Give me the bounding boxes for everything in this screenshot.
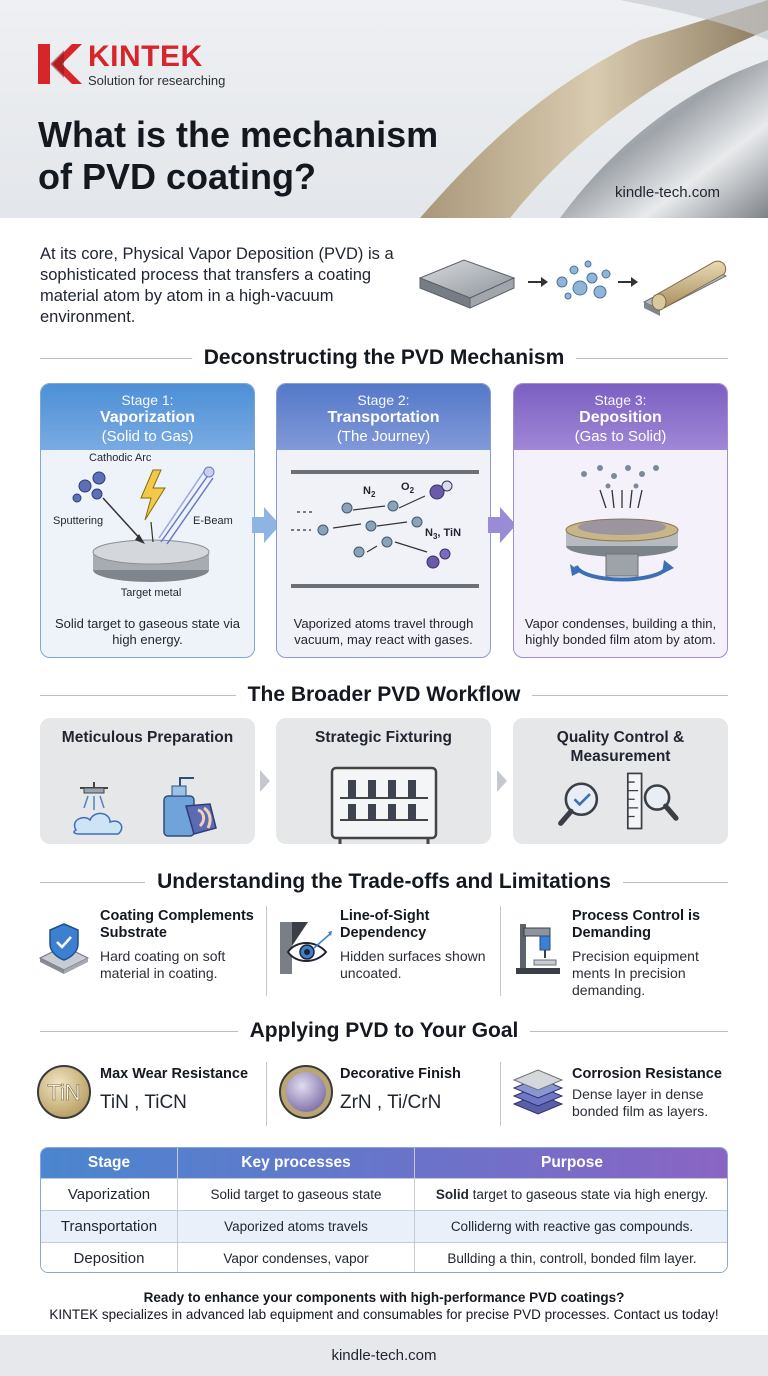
vapor-atoms-icon <box>556 260 611 300</box>
divider <box>266 1062 267 1126</box>
finish-disc-icon <box>279 1065 333 1119</box>
brand-name: KINTEK <box>88 40 203 73</box>
table-cell: Solid target to gaseous state via high e… <box>435 1187 709 1202</box>
workflow-step-fixturing: Strategic Fixturing <box>276 718 491 844</box>
cta-headline: Ready to enhance your components with hi… <box>143 1290 625 1305</box>
chevron-right-icon <box>497 770 507 792</box>
sputtering-label: Sputtering <box>53 515 103 527</box>
lightning-icon <box>140 469 166 521</box>
table-cell: Vaporization <box>41 1179 178 1210</box>
brand-tagline: Solution for researching <box>88 73 226 88</box>
metal-swoosh-graphic <box>420 0 768 218</box>
pvd-overview-illustration <box>418 259 728 316</box>
cta-text: KINTEK specializes in advanced lab equip… <box>49 1307 719 1322</box>
n2-label: N2 <box>363 485 376 499</box>
divider <box>500 1062 501 1126</box>
fixture-rack-icon <box>330 766 438 844</box>
footer: kindle-tech.com <box>0 1335 768 1376</box>
eye-icon <box>280 922 332 974</box>
stage-card-vaporization: Stage 1: Vaporization (Solid to Gas) Cat… <box>40 383 255 658</box>
table-row: Transportation Vaporized atoms travels C… <box>41 1210 727 1242</box>
flow-arrow-icon <box>252 507 280 543</box>
kintek-logo-icon <box>38 44 82 84</box>
table-cell: Vapor condenses, vapor <box>178 1243 415 1272</box>
workflow-step-quality-control: Quality Control & Measurement <box>513 718 728 844</box>
ebeam-label: E-Beam <box>193 515 233 527</box>
ebeam-icon <box>158 469 214 545</box>
table-cell: Solid target to gaseous state <box>178 1179 415 1210</box>
workflow-step-preparation: Meticulous Preparation <box>40 718 255 844</box>
stage-caption: Solid target to gaseous state via high e… <box>54 616 240 647</box>
footer-site-link[interactable]: kindle-tech.com <box>331 1347 437 1364</box>
stage-caption: Vapor condenses, building a thin, highly… <box>524 616 717 647</box>
stage-sub: (The Journey) <box>336 428 431 445</box>
column-header: Key processes <box>178 1148 415 1178</box>
tradeoff-item-process-control: Process Control is Demanding Precision e… <box>510 906 730 998</box>
cleaning-icon <box>73 777 217 837</box>
cathodic-arc-label: Cathodic Arc <box>89 452 152 464</box>
goal-item-wear-resistance: TiN Max Wear Resistance TiN , TiCN <box>36 1062 256 1128</box>
column-header: Purpose <box>540 1154 603 1171</box>
table-row: Deposition Vapor condenses, vapor Bulldi… <box>41 1242 727 1272</box>
table-cell: Transportation <box>41 1211 178 1242</box>
tradeoff-item-substrate: Coating Complements Substrate Hard coati… <box>36 906 256 996</box>
deposition-illustration <box>565 465 679 582</box>
site-url[interactable]: kindle-tech.com <box>615 184 721 201</box>
page-title: What is the mechanism of PVD coating? <box>38 114 439 197</box>
transportation-illustration: N2 NO2 N3, TiN <box>291 470 479 588</box>
summary-table: Stage Key processes Purpose Vaporization… <box>40 1147 728 1273</box>
chevron-right-icon <box>260 770 270 792</box>
table-cell: Colliderng with reactive gas compounds. <box>450 1219 694 1234</box>
layers-icon <box>512 1069 564 1115</box>
tin-badge-text: TiN <box>47 1080 80 1105</box>
stage-name: Deposition <box>579 409 662 426</box>
divider <box>266 906 267 996</box>
mechanism-heading: Deconstructing the PVD Mechanism <box>40 345 729 371</box>
table-row: Vaporization Solid target to gaseous sta… <box>41 1178 727 1210</box>
atom-cluster-icon <box>72 471 106 503</box>
target-metal-label: Target metal <box>121 587 182 599</box>
goal-item-decorative-finish: Decorative Finish ZrN , Ti/CrN <box>278 1062 498 1128</box>
stage-card-transportation: Stage 2: Transportation (The Journey) N2… <box>276 383 491 658</box>
tradeoff-item-line-of-sight: Line-of-Sight Dependency Hidden surfaces… <box>278 906 498 996</box>
stage-name: Vaporization <box>99 409 196 426</box>
shield-icon <box>38 923 90 974</box>
stage-sub: (Gas to Solid) <box>574 428 667 445</box>
o2-label: NO2 <box>401 481 415 495</box>
stage-number: Stage 2: <box>357 392 410 408</box>
molecule-icon <box>426 480 453 569</box>
stage-caption: Vaporized atoms travel through vacuum, m… <box>293 616 474 647</box>
inspection-icon <box>558 772 679 830</box>
table-cell: Vaporized atoms travels <box>178 1211 415 1242</box>
stage-number: Stage 3: <box>594 392 647 408</box>
divider <box>500 906 501 996</box>
goals-heading: Applying PVD to Your Goal <box>40 1018 729 1044</box>
tradeoffs-heading: Understanding the Trade-offs and Limitat… <box>40 869 729 895</box>
table-header: Stage Key processes Purpose <box>41 1148 727 1178</box>
stage-card-deposition: Stage 3: Deposition (Gas to Solid) Vapor… <box>513 383 728 658</box>
table-cell: Bullding a thin, controll, bonded film l… <box>447 1251 697 1266</box>
tin-coin-icon: TiN <box>37 1065 91 1119</box>
workflow-heading: The Broader PVD Workflow <box>40 682 728 708</box>
coated-part-icon <box>651 260 727 311</box>
precision-equipment-icon <box>516 924 560 974</box>
header: KINTEK Solution for researching What is … <box>0 0 768 218</box>
flow-arrow-icon <box>488 507 516 543</box>
stage-sub: (Solid to Gas) <box>101 428 194 445</box>
stage-number: Stage 1: <box>121 392 174 408</box>
stage-name: Transportation <box>327 409 440 426</box>
vaporization-illustration: Cathodic Arc Sputtering E-Beam Target me… <box>53 452 233 599</box>
goal-item-corrosion-resistance: Corrosion Resistance Dense layer in dens… <box>510 1062 730 1128</box>
n3-tin-label: N3, TiN <box>425 527 461 541</box>
intro-text: At its core, Physical Vapor Deposition (… <box>40 245 394 326</box>
table-cell: Deposition <box>41 1243 178 1272</box>
column-header: Stage <box>41 1148 178 1178</box>
